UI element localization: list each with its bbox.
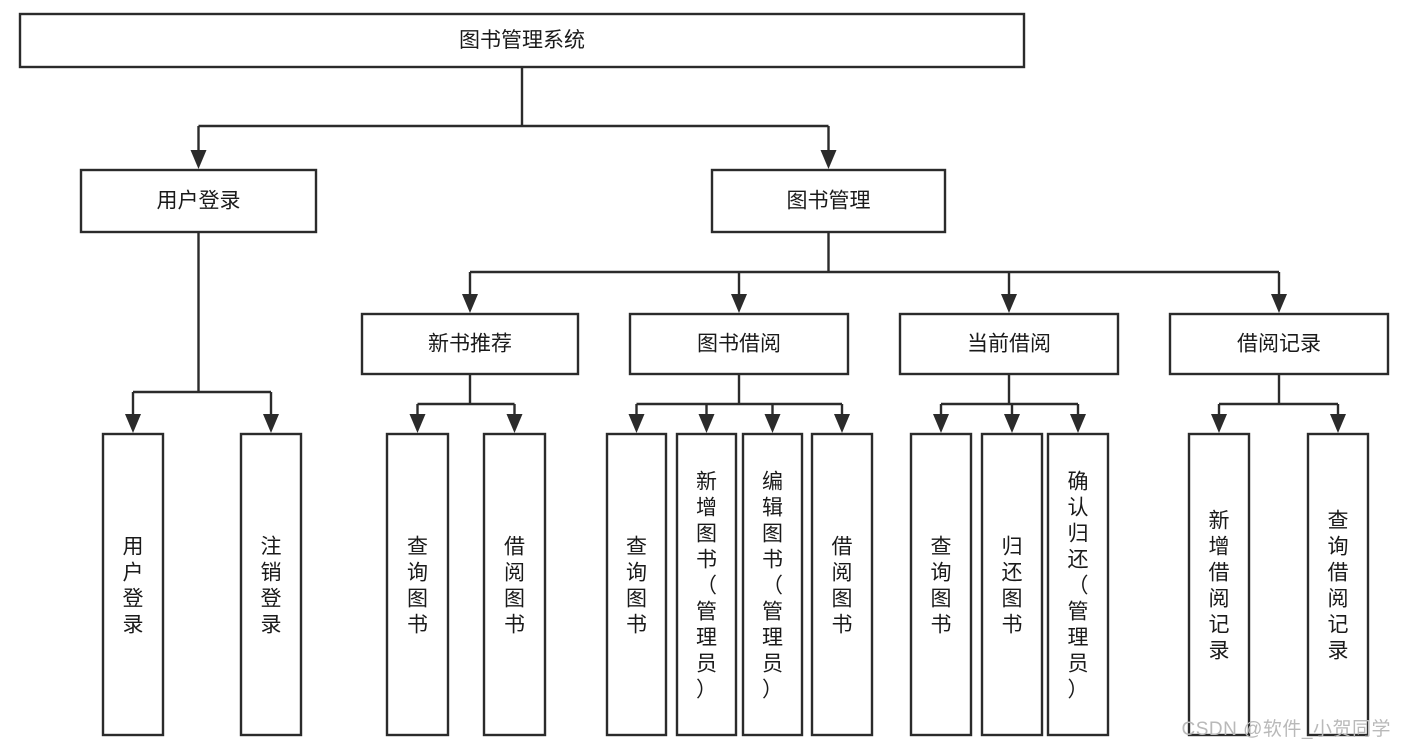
arrow-head-icon — [190, 150, 207, 169]
node-leaf-query-book-3-box[interactable] — [909, 432, 973, 737]
node-user-login-box[interactable] — [79, 168, 318, 234]
arrow-head-icon — [933, 414, 949, 433]
node-leaf-query-book-2-label: 查询图书 — [626, 535, 647, 636]
node-leaf-query-book-1-box[interactable] — [385, 432, 450, 737]
node-new-book-recommend-box[interactable] — [360, 312, 580, 376]
node-leaf-user-login-box[interactable] — [101, 432, 165, 737]
node-borrow-record[interactable]: 借阅记录 — [1168, 312, 1390, 376]
node-leaf-borrow-book-2[interactable]: 借阅图书 — [810, 432, 874, 737]
arrow-head-icon — [698, 414, 715, 433]
node-book-borrow[interactable]: 图书借阅 — [628, 312, 850, 376]
arrow-head-icon — [628, 414, 645, 433]
node-book-manage-label: 图书管理 — [787, 190, 871, 213]
arrow-head-icon — [764, 414, 781, 433]
arrow-head-icon — [1004, 414, 1020, 433]
node-borrow-record-box[interactable] — [1168, 312, 1390, 376]
node-leaf-edit-book-box[interactable] — [741, 432, 804, 737]
node-book-borrow-label: 图书借阅 — [697, 333, 781, 356]
node-leaf-borrow-book-2-box[interactable] — [810, 432, 874, 737]
node-leaf-return-book-label: 归还图书 — [1002, 535, 1023, 636]
arrow-head-icon — [731, 294, 747, 313]
arrow-head-icon — [834, 414, 850, 433]
arrow-head-icon — [1070, 414, 1086, 433]
node-leaf-query-record-box[interactable] — [1306, 432, 1370, 737]
node-leaf-confirm-return[interactable]: 确认归还（管理员） — [1046, 432, 1110, 737]
node-leaf-query-record[interactable]: 查询借阅记录 — [1306, 432, 1370, 737]
node-leaf-user-login-label: 用户登录 — [123, 535, 144, 636]
node-leaf-logout-box[interactable] — [239, 432, 303, 737]
arrow-head-icon — [263, 414, 279, 433]
arrow-head-icon — [409, 414, 426, 433]
node-current-borrow-label: 当前借阅 — [967, 333, 1051, 356]
node-leaf-borrow-book-1-box[interactable] — [482, 432, 547, 737]
node-current-borrow-box[interactable] — [898, 312, 1120, 376]
node-root-图书管理系统-box[interactable] — [18, 12, 1026, 69]
node-new-book-recommend-label: 新书推荐 — [428, 333, 512, 356]
node-root-图书管理系统[interactable]: 图书管理系统 — [18, 12, 1026, 69]
node-leaf-borrow-book-1-label: 借阅图书 — [504, 535, 525, 636]
node-leaf-borrow-book-2-label: 借阅图书 — [832, 535, 853, 636]
node-leaf-return-book-box[interactable] — [980, 432, 1044, 737]
node-user-login-label: 用户登录 — [157, 190, 241, 213]
node-leaf-return-book[interactable]: 归还图书 — [980, 432, 1044, 737]
node-book-borrow-box[interactable] — [628, 312, 850, 376]
node-leaf-borrow-book-1[interactable]: 借阅图书 — [482, 432, 547, 737]
node-leaf-user-login[interactable]: 用户登录 — [101, 432, 165, 737]
arrow-head-icon — [1001, 294, 1017, 313]
arrow-head-icon — [820, 150, 837, 169]
node-leaf-query-book-1-label: 查询图书 — [407, 535, 428, 636]
arrow-head-icon — [1271, 294, 1287, 313]
node-leaf-add-book-box[interactable] — [675, 432, 738, 737]
node-new-book-recommend[interactable]: 新书推荐 — [360, 312, 580, 376]
node-current-borrow[interactable]: 当前借阅 — [898, 312, 1120, 376]
node-leaf-add-record-label: 新增借阅记录 — [1209, 509, 1230, 662]
arrow-head-icon — [125, 414, 141, 433]
node-leaf-add-record[interactable]: 新增借阅记录 — [1187, 432, 1251, 737]
node-leaf-edit-book[interactable]: 编辑图书（管理员） — [741, 432, 804, 737]
node-leaf-add-book[interactable]: 新增图书（管理员） — [675, 432, 738, 737]
node-leaf-confirm-return-label: 确认归还（管理员） — [1068, 470, 1089, 701]
node-leaf-logout[interactable]: 注销登录 — [239, 432, 303, 737]
arrow-head-icon — [462, 294, 478, 313]
arrow-head-icon — [506, 414, 523, 433]
node-leaf-query-record-label: 查询借阅记录 — [1328, 509, 1349, 662]
node-leaf-add-book-label: 新增图书（管理员） — [696, 470, 717, 701]
arrow-head-icon — [1211, 414, 1227, 433]
node-borrow-record-label: 借阅记录 — [1237, 333, 1321, 356]
node-boxes: 图书管理系统用户登录图书管理新书推荐图书借阅当前借阅借阅记录用户登录注销登录查询… — [18, 12, 1390, 737]
node-user-login[interactable]: 用户登录 — [79, 168, 318, 234]
arrow-head-icon — [1330, 414, 1346, 433]
node-book-manage[interactable]: 图书管理 — [710, 168, 947, 234]
node-leaf-edit-book-label: 编辑图书（管理员） — [762, 470, 783, 701]
node-leaf-query-book-2[interactable]: 查询图书 — [605, 432, 668, 737]
node-book-manage-box[interactable] — [710, 168, 947, 234]
node-leaf-add-record-box[interactable] — [1187, 432, 1251, 737]
node-leaf-query-book-3[interactable]: 查询图书 — [909, 432, 973, 737]
node-root-图书管理系统-label: 图书管理系统 — [459, 29, 585, 52]
node-leaf-query-book-3-label: 查询图书 — [931, 535, 952, 636]
node-leaf-confirm-return-box[interactable] — [1046, 432, 1110, 737]
node-leaf-logout-label: 注销登录 — [261, 535, 282, 636]
node-leaf-query-book-2-box[interactable] — [605, 432, 668, 737]
connector-lines — [125, 67, 1346, 433]
node-leaf-query-book-1[interactable]: 查询图书 — [385, 432, 450, 737]
